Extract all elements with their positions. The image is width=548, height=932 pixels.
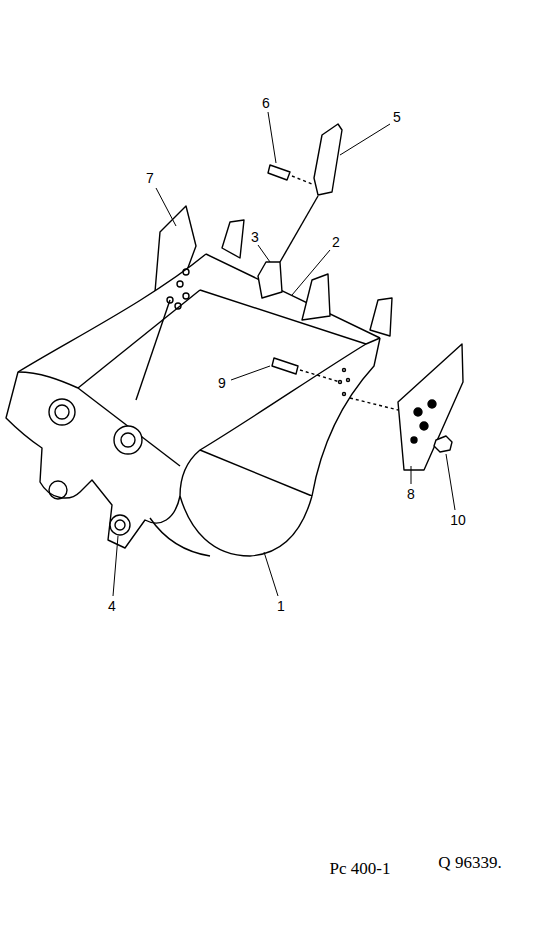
assembly-line (292, 176, 312, 184)
callout-number: 4 (108, 599, 116, 613)
pin-hole (121, 433, 135, 447)
tooth-adapter (258, 262, 282, 298)
callout-number: 1 (277, 599, 285, 613)
bucket-tooth (314, 124, 342, 195)
tooth-adapter (370, 298, 392, 336)
bucket-shell (180, 496, 312, 556)
assembly-line (300, 370, 340, 382)
pin-hole (115, 520, 125, 530)
bucket-shell (150, 518, 210, 556)
lug-boss (49, 399, 75, 425)
bolt-holes (167, 269, 350, 396)
callout-number: 3 (251, 230, 259, 244)
assembly-line (280, 196, 318, 262)
lug-boss (110, 515, 130, 535)
bucket-edge (136, 300, 170, 400)
callout-number: 5 (393, 110, 401, 124)
lug-boss (114, 426, 142, 454)
callout-number: 9 (218, 376, 226, 390)
side-plate (312, 338, 380, 496)
side-cutter (398, 344, 463, 470)
leader-line (113, 112, 455, 596)
nut (434, 436, 452, 452)
bucket-edge (78, 388, 180, 466)
callout-number: 8 (407, 487, 415, 501)
tooth-adapter (222, 220, 244, 258)
bucket-edge (18, 372, 78, 388)
bucket-body (6, 254, 206, 548)
assembly-line (350, 398, 398, 410)
bolt (272, 358, 298, 374)
callout-number: 2 (332, 235, 340, 249)
callout-number: 10 (450, 513, 466, 527)
drawing-number: Q 96339. (438, 854, 501, 871)
bolt-holes (411, 400, 436, 443)
callout-number: 7 (146, 171, 154, 185)
side-plate (200, 450, 312, 496)
callout-number: 6 (262, 96, 270, 110)
pin-hole (55, 405, 69, 419)
model-note: Pc 400-1 (330, 860, 391, 877)
side-plate (180, 338, 380, 496)
tooth-pin (268, 165, 290, 180)
bucket-edge (78, 290, 200, 388)
tooth-adapter (302, 274, 330, 320)
cutting-edge (200, 254, 380, 344)
lug-boss (49, 481, 67, 499)
